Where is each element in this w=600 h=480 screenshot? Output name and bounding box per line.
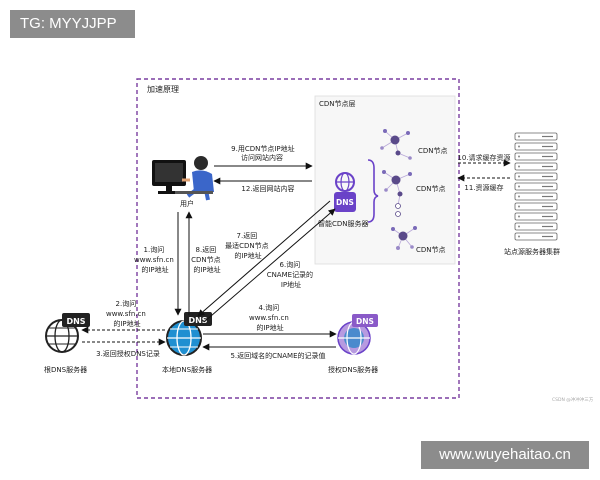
smart-cdn-badge: DNS [336, 198, 354, 207]
cdn-node-1-label: CDN节点 [418, 147, 448, 155]
frame-title: 加速原理 [147, 84, 179, 94]
step-8-label: 8.返回 CDN节点 的IP地址 [191, 246, 223, 274]
smart-cdn-icon [334, 172, 356, 212]
step-1-label: 1.询问 www.sfn.cn 的IP地址 [134, 245, 176, 274]
credit-text: CSDN @冲冲冲三方 [552, 396, 594, 403]
step-11-label: 11.资源缓存 [464, 183, 503, 192]
step-2-label: 2.询问 www.sfn.cn 的IP地址 [106, 299, 148, 328]
step-12-label: 12.返回网站内容 [241, 184, 294, 193]
auth-dns-label: 授权DNS服务器 [328, 365, 378, 374]
step-9-line-2: 访问网站内容 [241, 153, 283, 162]
root-dns-label: 根DNS服务器 [44, 365, 87, 374]
step-4-label: 4.询问 www.sfn.cn 的IP地址 [249, 303, 291, 332]
arrow-step-7 [197, 200, 331, 317]
cdn-node-cluster-1 [380, 129, 412, 160]
watermark-bottom: www.wuyehaitao.cn [421, 441, 589, 469]
cdn-brace [367, 159, 379, 223]
origin-server-cluster-icon [514, 132, 558, 241]
step-7-line-2: 最适CDN节点 [225, 241, 269, 250]
step-4-line-1: 4.询问 [259, 303, 280, 312]
step-2-line-3: 的IP地址 [113, 319, 140, 328]
step-10-label: 10.请求缓存资源 [457, 153, 510, 162]
step-2-line-1: 2.询问 [116, 299, 137, 308]
step-4-line-2: www.sfn.cn [249, 314, 289, 322]
step-8-line-3: 的IP地址 [193, 265, 220, 274]
step-6-line-3: IP地址 [281, 280, 301, 289]
step-9-label: 9.用CDN节点IP地址 访问网站内容 [231, 144, 297, 162]
step-7-line-3: 的IP地址 [234, 251, 261, 260]
cdn-node-cluster-3 [391, 226, 417, 250]
step-1-line-3: 的IP地址 [141, 265, 168, 274]
smart-cdn-label: 智能CDN服务器 [318, 219, 369, 228]
cdn-node-cluster-2 [382, 170, 412, 217]
auth-dns-badge: DNS [356, 317, 374, 326]
auth-dns-icon [337, 314, 378, 355]
step-6-label: 6.询问 CNAME记录的 IP地址 [267, 260, 316, 289]
acceleration-frame [136, 78, 460, 399]
user-label: 用户 [180, 199, 194, 208]
step-9-line-1: 9.用CDN节点IP地址 [231, 144, 294, 153]
local-dns-label: 本地DNS服务器 [162, 365, 212, 374]
step-8-line-2: CDN节点 [191, 256, 221, 264]
step-1-line-2: www.sfn.cn [134, 256, 174, 264]
user-icon [152, 156, 214, 201]
root-dns-badge: DNS [66, 317, 85, 326]
step-8-line-1: 8.返回 [196, 246, 217, 254]
cdn-node-3-label: CDN节点 [416, 246, 446, 254]
root-dns-icon [45, 313, 90, 353]
step-6-line-2: CNAME记录的 [267, 270, 313, 279]
cdn-layer-box [314, 95, 456, 265]
local-dns-badge: DNS [188, 316, 207, 325]
arrow-step-6 [203, 208, 336, 323]
step-5-label: 5.返回域名的CNAME的记录值 [230, 351, 325, 360]
step-4-line-3: 的IP地址 [256, 323, 283, 332]
step-7-label: 7.返回 最适CDN节点 的IP地址 [225, 232, 271, 260]
watermark-top: TG: MYYJJPP [10, 10, 135, 38]
step-1-line-1: 1.询问 [144, 245, 165, 254]
step-7-line-1: 7.返回 [237, 232, 258, 240]
cdn-node-2-label: CDN节点 [416, 185, 446, 193]
origin-cluster-label: 站点源服务器集群 [504, 247, 560, 256]
cdn-layer-title: CDN节点层 [319, 100, 356, 108]
step-2-line-2: www.sfn.cn [106, 310, 146, 318]
step-3-label: 3.返回授权DNS记录 [96, 349, 160, 358]
step-6-line-1: 6.询问 [280, 260, 301, 269]
